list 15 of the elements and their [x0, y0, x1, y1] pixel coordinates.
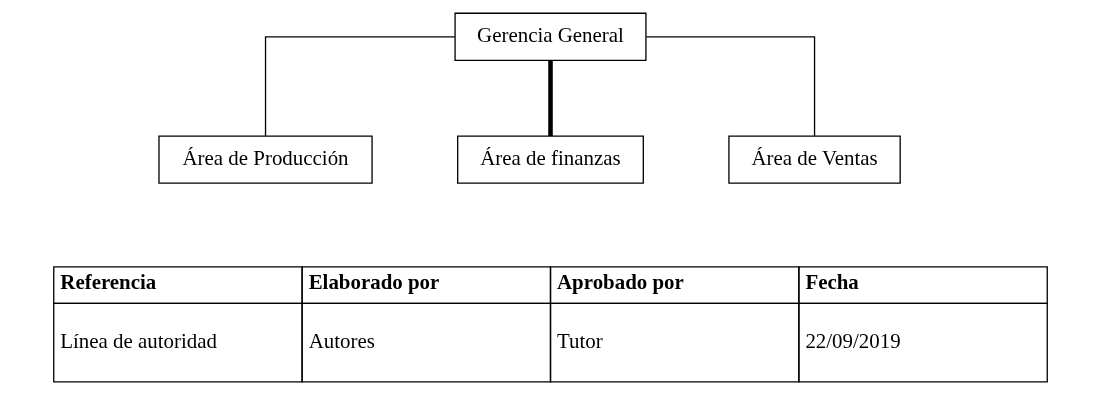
label: Línea de autoridad: [60, 328, 218, 353]
connector: [548, 60, 553, 137]
node-box: Gerencia General: [454, 12, 647, 61]
label: Fecha: [805, 269, 859, 294]
label: Tutor: [557, 328, 603, 353]
node-box: Área de finanzas: [457, 135, 644, 184]
label: Referencia: [60, 269, 157, 294]
label: Elaborado por: [308, 269, 440, 294]
connector: [645, 36, 816, 137]
label: Aprobado por: [557, 269, 684, 294]
node-box: Área de Ventas: [728, 135, 901, 184]
connector: [264, 36, 456, 137]
label: Autores: [308, 328, 375, 353]
node-box: Área de Producción: [158, 135, 373, 184]
label: 22/09/2019: [805, 328, 901, 353]
